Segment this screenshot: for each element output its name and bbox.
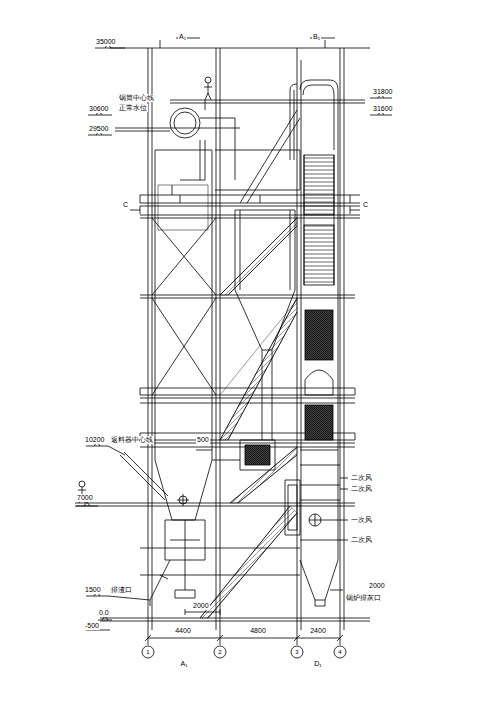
dimension-label: 二次风 xyxy=(350,536,373,544)
dimension-label: 4400 xyxy=(174,627,192,635)
dimension-label: 500 xyxy=(196,436,210,444)
dimension-label: 0.0 xyxy=(98,609,110,617)
dimension-label: 锅筒中心线 xyxy=(118,94,155,102)
dimension-label: -500 xyxy=(84,622,100,630)
dimension-label: 2000 xyxy=(368,582,386,590)
dimension-label: D₁ xyxy=(313,660,322,668)
dimension-label: 31800 xyxy=(372,88,393,96)
dimension-label: 1500 xyxy=(84,586,102,594)
dimension-label: 10200 xyxy=(84,436,105,444)
dimension-label: 返料器中心线 xyxy=(110,436,154,444)
axis-number: 2 xyxy=(217,648,222,656)
dimension-label: 7000 xyxy=(76,494,94,502)
dimension-label: 4800 xyxy=(249,627,267,635)
dimension-label: 二次风 xyxy=(350,474,373,482)
dimension-label: 29500 xyxy=(88,125,109,133)
dimension-label: C xyxy=(362,201,369,209)
dimension-label: 2000 xyxy=(192,602,210,610)
axis-number: 1 xyxy=(145,648,150,656)
dimension-label: 30600 xyxy=(88,105,109,113)
dimension-label: A₁ xyxy=(179,660,188,668)
dimension-label: 2400 xyxy=(309,627,327,635)
dimension-label: B₁ xyxy=(312,33,321,41)
dimension-label: C xyxy=(122,201,129,209)
dimension-label: 一次风 xyxy=(350,516,373,524)
axis-number: 3 xyxy=(294,648,299,656)
dimension-label: 二次风 xyxy=(350,485,373,493)
axis-number: 4 xyxy=(337,648,342,656)
dimension-label: 排渣口 xyxy=(110,586,133,594)
dimension-label: 35000 xyxy=(95,38,116,46)
dimension-label: 31600 xyxy=(372,105,393,113)
dimension-label: 正常水位 xyxy=(118,104,148,112)
dimension-label: 锅炉排灰口 xyxy=(345,594,382,602)
dimension-label: A₁ xyxy=(178,33,187,41)
